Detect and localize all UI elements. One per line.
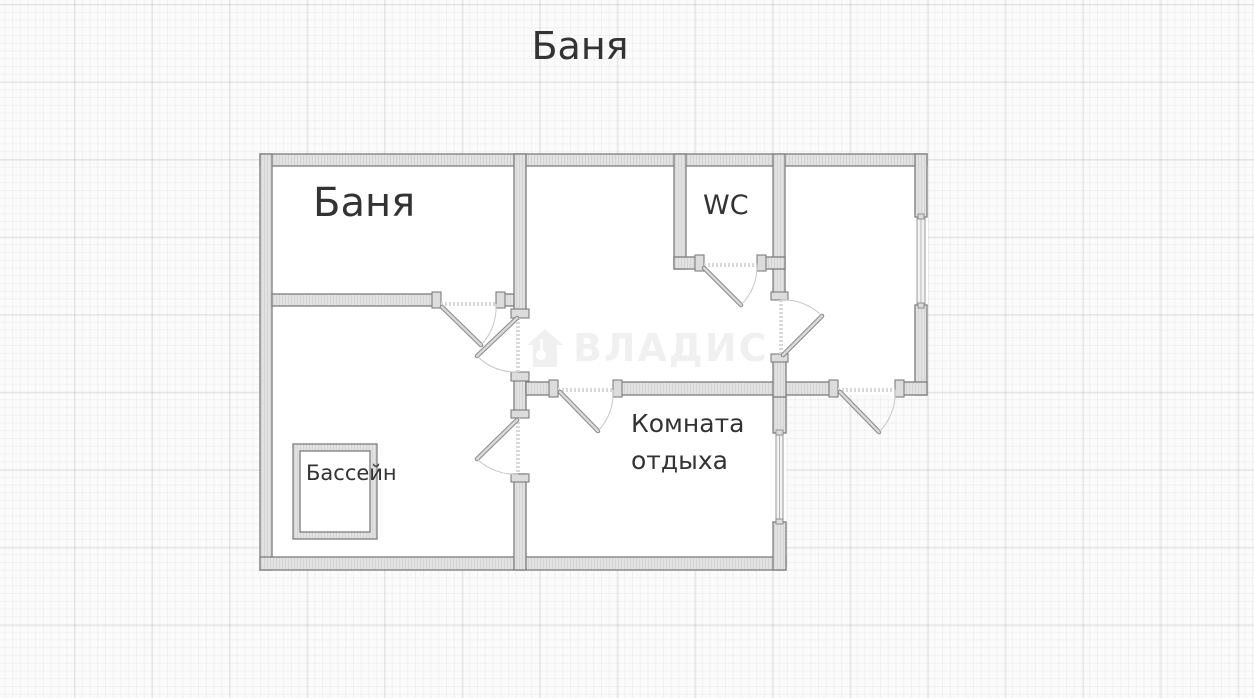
house-key-icon (527, 329, 563, 367)
door-jambs (431, 254, 905, 483)
room-label-rest-line1: Комната (631, 409, 745, 438)
room-label-wc: WC (703, 190, 749, 221)
room-label-pool: Бассейн (306, 461, 397, 485)
door-leaves-inner (440, 266, 881, 461)
door-thresholds (441, 263, 895, 474)
room-label-rest-line2: отдыха (631, 446, 728, 475)
windows (775, 213, 926, 525)
watermark: ВЛАДИС (525, 325, 768, 371)
page-title: Баня (531, 24, 629, 68)
door-swing-arcs (476, 264, 896, 475)
pool-outline (292, 443, 378, 540)
room-label-rest: Комната отдыха (631, 405, 744, 479)
walls (259, 153, 928, 571)
watermark-text: ВЛАДИС (573, 326, 769, 370)
room-label-banya: Баня (313, 180, 416, 226)
